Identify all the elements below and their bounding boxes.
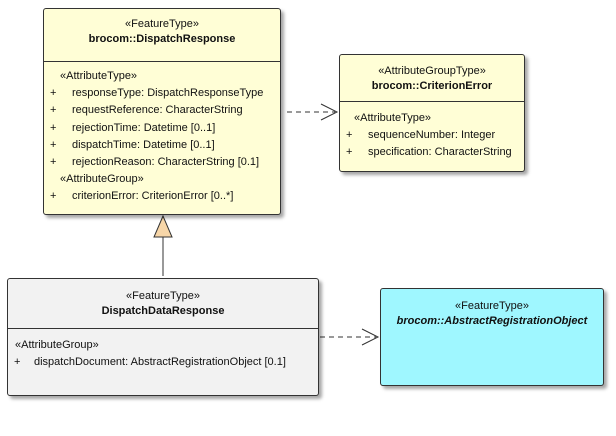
attribute-criterion-error[interactable]: +criterionError: CriterionError [0..*] (50, 190, 234, 203)
compartment-divider (44, 61, 280, 62)
class-dispatch-data-response[interactable]: «FeatureType» DispatchDataResponse «Attr… (7, 278, 319, 396)
attribute-request-reference[interactable]: +requestReference: CharacterString (50, 104, 243, 117)
dependency-abstract-registration-object (320, 328, 380, 346)
class-name: brocom::AbstractRegistrationObject (396, 315, 588, 327)
attribute-group-title: «AttributeType» (60, 70, 138, 82)
class-stereotype: «FeatureType» (125, 18, 199, 30)
class-criterion-error[interactable]: «AttributeGroupType» brocom::CriterionEr… (339, 54, 525, 172)
attribute-group-title: «AttributeGroup» (15, 339, 99, 351)
attribute-response-type[interactable]: +responseType: DispatchResponseType (50, 87, 264, 100)
attribute-rejection-time[interactable]: +rejectionTime: Datetime [0..1] (50, 121, 216, 134)
inheritance-arrowhead (153, 214, 173, 238)
class-name: brocom::CriterionError (371, 80, 493, 92)
class-stereotype: «FeatureType» (126, 290, 200, 302)
compartment-divider (8, 328, 318, 329)
generalization-connector (153, 214, 173, 276)
attribute-specification[interactable]: +specification: CharacterString (346, 146, 512, 158)
class-name: brocom::DispatchResponse (88, 33, 236, 45)
attribute-rejection-reason[interactable]: +rejectionReason: CharacterString [0.1] (50, 156, 260, 169)
class-abstract-registration-object[interactable]: «FeatureType» brocom::AbstractRegistrati… (380, 288, 604, 386)
dependency-criterion-error (287, 103, 339, 121)
class-name: DispatchDataResponse (101, 305, 225, 317)
attribute-dispatch-time[interactable]: +dispatchTime: Datetime [0..1] (50, 138, 215, 151)
attribute-group-title: «AttributeType» (354, 112, 432, 124)
attribute-dispatch-document[interactable]: +dispatchDocument: AbstractRegistrationO… (14, 356, 286, 369)
class-dispatch-response[interactable]: «FeatureType» brocom::DispatchResponse «… (43, 8, 281, 215)
attribute-sequence-number[interactable]: +sequenceNumber: Integer (346, 129, 496, 141)
class-stereotype: «FeatureType» (455, 300, 529, 312)
compartment-divider (340, 101, 524, 102)
class-stereotype: «AttributeGroupType» (378, 65, 486, 77)
attribute-group-title: «AttributeGroup» (60, 173, 144, 186)
